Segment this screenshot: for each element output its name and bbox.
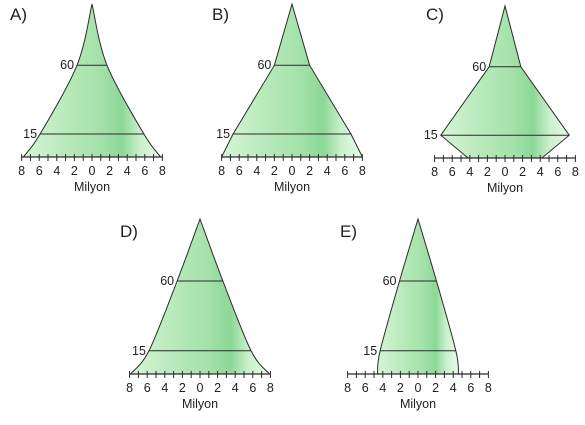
x-tick-label: 4 <box>450 381 457 395</box>
x-tick-label: 6 <box>341 164 348 178</box>
x-tick-label: 6 <box>141 164 148 178</box>
x-tick-label: 8 <box>344 381 351 395</box>
x-tick-label: 2 <box>179 381 186 395</box>
option-letter: D) <box>120 222 138 241</box>
age-label-60: 60 <box>472 60 486 74</box>
x-tick-label: 2 <box>71 164 78 178</box>
x-tick-label: 8 <box>431 165 438 179</box>
x-tick-label: 6 <box>236 164 243 178</box>
x-tick-label: 2 <box>484 165 491 179</box>
x-tick-label: 6 <box>249 381 256 395</box>
x-tick-label: 4 <box>253 164 260 178</box>
x-tick-label: 2 <box>306 164 313 178</box>
x-tick-label: 4 <box>53 164 60 178</box>
x-tick-label: 6 <box>554 165 561 179</box>
x-axis-unit-label: Milyon <box>400 397 436 411</box>
pyramid-shape <box>220 2 364 158</box>
x-tick-label: 4 <box>537 165 544 179</box>
option-letter: C) <box>426 5 444 24</box>
x-tick-label: 8 <box>18 164 25 178</box>
x-tick-label: 0 <box>289 164 296 178</box>
age-label-15: 15 <box>363 344 377 358</box>
age-label-60: 60 <box>383 274 397 288</box>
x-tick-label: 8 <box>126 381 133 395</box>
x-tick-label: 6 <box>449 165 456 179</box>
x-tick-label: 2 <box>432 381 439 395</box>
x-tick-label: 0 <box>197 381 204 395</box>
x-tick-label: 6 <box>144 381 151 395</box>
x-tick-label: 0 <box>415 381 422 395</box>
x-axis-unit-label: Milyon <box>182 397 218 411</box>
x-tick-label: 4 <box>124 164 131 178</box>
x-tick-label: 0 <box>502 165 509 179</box>
x-axis-unit-label: Milyon <box>74 180 110 194</box>
x-tick-label: 2 <box>397 381 404 395</box>
age-label-60: 60 <box>160 274 174 288</box>
age-label-15: 15 <box>216 127 230 141</box>
x-tick-label: 2 <box>106 164 113 178</box>
x-tick-label: 4 <box>161 381 168 395</box>
x-tick-label: 6 <box>362 381 369 395</box>
age-label-60: 60 <box>60 58 74 72</box>
option-letter: A) <box>10 5 27 24</box>
x-tick-label: 2 <box>271 164 278 178</box>
x-tick-label: 0 <box>89 164 96 178</box>
x-tick-label: 2 <box>519 165 526 179</box>
option-letter: B) <box>212 5 229 24</box>
x-axis-unit-label: Milyon <box>487 181 523 195</box>
x-tick-label: 4 <box>379 381 386 395</box>
x-tick-label: 6 <box>467 381 474 395</box>
x-tick-label: 8 <box>572 165 579 179</box>
age-label-15: 15 <box>424 128 438 142</box>
x-tick-label: 8 <box>159 164 166 178</box>
x-tick-label: 4 <box>232 381 239 395</box>
age-label-15: 15 <box>23 127 37 141</box>
x-axis-unit-label: Milyon <box>274 180 310 194</box>
age-label-15: 15 <box>132 344 146 358</box>
pyramid-shape <box>440 4 570 159</box>
x-tick-label: 8 <box>485 381 492 395</box>
x-tick-label: 4 <box>466 165 473 179</box>
x-tick-label: 8 <box>218 164 225 178</box>
option-letter: E) <box>340 222 357 241</box>
x-tick-label: 4 <box>324 164 331 178</box>
x-tick-label: 6 <box>36 164 43 178</box>
x-tick-label: 8 <box>267 381 274 395</box>
x-tick-label: 8 <box>359 164 366 178</box>
age-label-60: 60 <box>257 58 271 72</box>
x-tick-label: 2 <box>214 381 221 395</box>
